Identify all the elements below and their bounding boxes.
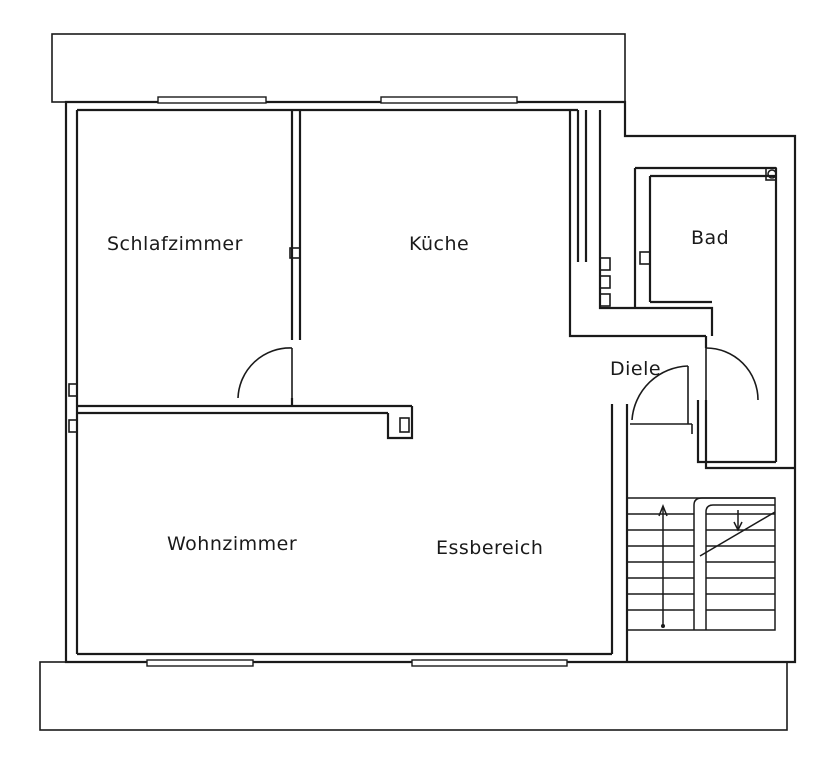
bottom-balcony — [39, 661, 788, 731]
top-balcony — [51, 33, 626, 103]
exterior-walls — [64, 100, 797, 664]
doors — [237, 347, 759, 424]
room-label-kueche: Küche — [409, 233, 469, 255]
room-label-wohnzimmer: Wohnzimmer — [167, 533, 297, 555]
room-label-essbereich: Essbereich — [436, 537, 543, 559]
windows — [146, 96, 568, 667]
interior-walls — [68, 110, 795, 662]
room-label-schlafzimmer: Schlafzimmer — [107, 233, 243, 255]
room-labels: Schlafzimmer Küche Bad Diele Wohnzimmer … — [107, 227, 729, 559]
room-label-diele: Diele — [610, 358, 661, 380]
staircase — [626, 497, 776, 631]
room-label-bad: Bad — [691, 227, 729, 249]
